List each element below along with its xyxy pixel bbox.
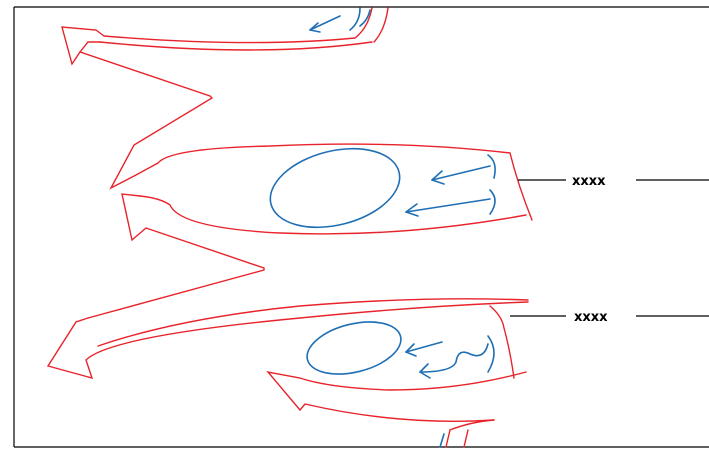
middle-blue-flow [262,136,495,240]
top-red-outline [100,8,388,50]
bottom-stem [440,420,494,447]
upper-label-leader: xxxx [518,174,709,189]
top-blue-flow [310,8,370,32]
lower-label: xxxx [574,310,608,325]
upper-label: xxxx [572,174,606,189]
top-left-arrow-inner [80,42,100,52]
middle-red-outline [88,144,532,318]
top-left-arrowhead [62,27,212,188]
frame-border [14,7,709,447]
lower-label-leader: xxxx [510,310,709,325]
lower-blue-flow [302,313,494,383]
